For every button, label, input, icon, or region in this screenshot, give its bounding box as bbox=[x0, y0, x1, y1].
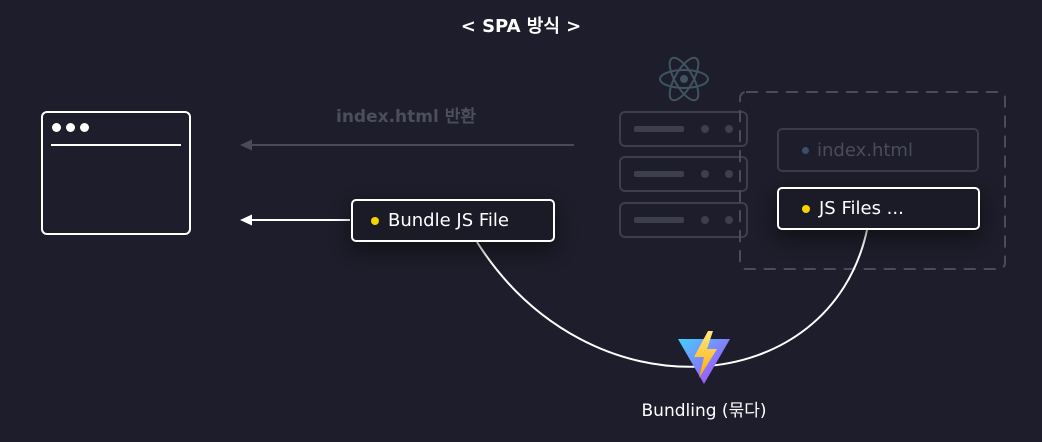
browser-window-icon bbox=[41, 111, 191, 235]
index-return-arrow bbox=[240, 139, 574, 151]
window-dot bbox=[80, 123, 89, 132]
js-files-card: JS Files ... bbox=[777, 187, 980, 230]
index-html-card: index.html bbox=[777, 128, 979, 172]
js-files-label: JS Files ... bbox=[819, 198, 904, 219]
server-files-group bbox=[739, 91, 1006, 270]
react-logo-icon bbox=[659, 56, 709, 102]
index-html-return-label: index.html 반환 bbox=[336, 107, 477, 127]
bundling-curve bbox=[476, 229, 868, 368]
bullet-dot bbox=[802, 204, 810, 213]
server-stack-icon bbox=[619, 111, 748, 238]
bundle-delivery-arrow bbox=[240, 214, 350, 226]
bundling-label: Bundling (묶다) bbox=[641, 401, 767, 421]
window-dot bbox=[52, 123, 61, 132]
server-indicators bbox=[634, 125, 733, 224]
window-dots bbox=[52, 123, 89, 132]
bundle-js-file-label: Bundle JS File bbox=[388, 210, 509, 231]
index-html-label: index.html bbox=[817, 139, 913, 161]
vite-logo-icon bbox=[678, 331, 730, 384]
bullet-dot bbox=[802, 146, 809, 154]
window-titlebar-divider bbox=[51, 144, 181, 146]
diagram-title: < SPA 방식 > bbox=[460, 16, 582, 37]
bullet-dot bbox=[371, 216, 379, 225]
window-dot bbox=[66, 123, 75, 132]
bundle-js-file-card: Bundle JS File bbox=[351, 199, 555, 242]
